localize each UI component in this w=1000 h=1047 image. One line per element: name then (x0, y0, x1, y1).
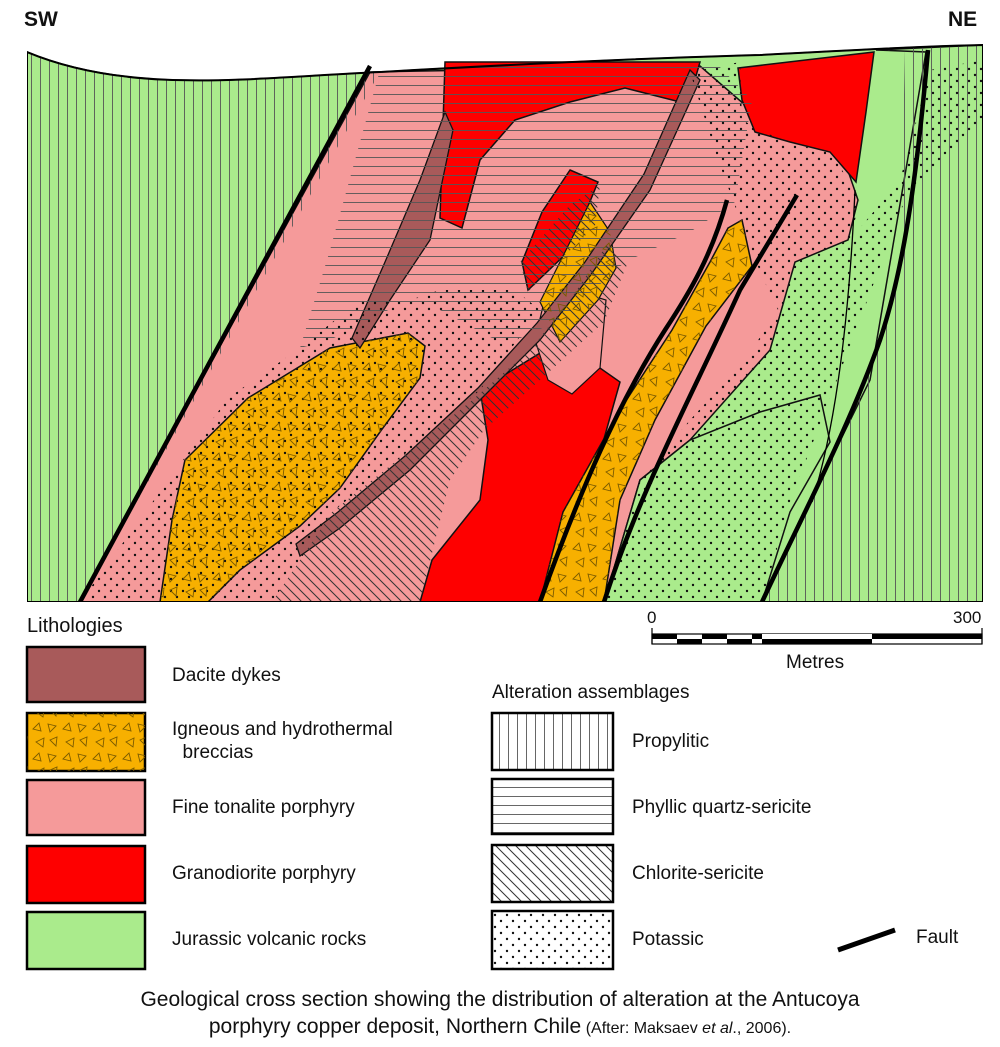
scale-min: 0 (647, 608, 657, 627)
alteration-title: Alteration assemblages (492, 682, 690, 703)
legend-label-jurassic: Jurassic volcanic rocks (172, 929, 367, 950)
fault-central (537, 199, 730, 602)
legend-label-tonalite: Fine tonalite porphyry (172, 797, 355, 818)
fault-sw (78, 64, 372, 602)
swatch-chlorite-sericite (490, 843, 615, 904)
legend-label-breccias: Igneous and hydrothermal breccias (172, 719, 393, 763)
caption-line-1: Geological cross section showing the dis… (140, 988, 860, 1011)
legend-label-dacite: Dacite dykes (172, 665, 281, 686)
propylitic-sw-zone (27, 52, 380, 602)
chlorite-sericite-central-zone (272, 240, 628, 602)
fault-legend-line (837, 927, 896, 953)
swatch-jurassic (25, 910, 147, 971)
lithology-swatches (25, 645, 147, 971)
fault-ne-1 (601, 193, 799, 602)
swatch-tonalite (25, 778, 147, 837)
phyllic-zone (300, 62, 752, 348)
caption-citation-suffix: ., 2006). (732, 1020, 792, 1037)
potassic-ne-zone (604, 60, 983, 602)
swatch-phyllic (490, 777, 615, 836)
legend-label-fault: Fault (916, 927, 959, 948)
section-frame (27, 43, 983, 602)
breccia-texture-central (540, 202, 616, 342)
lithologies-title: Lithologies (27, 615, 123, 637)
caption-main: porphyry copper deposit, Northern Chile (208, 1015, 582, 1038)
fault-ne-inner (811, 189, 856, 503)
scale-unit: Metres (786, 652, 845, 673)
fault-ne-2 (759, 49, 931, 602)
swatch-propylitic (490, 711, 615, 772)
chlorite-sericite-upper-zone (520, 185, 600, 292)
legend-label-chlorite: Chlorite-sericite (632, 863, 764, 884)
swatch-granodiorite (25, 844, 147, 905)
caption-citation-italic: et al (702, 1020, 733, 1037)
orientation-sw: SW (24, 8, 58, 31)
scale-bar (651, 628, 983, 645)
scale-max: 300 (953, 608, 982, 627)
swatch-potassic (490, 909, 615, 971)
legend-label-granodiorite: Granodiorite porphyry (172, 863, 356, 884)
legend-label-propylitic: Propylitic (632, 731, 710, 752)
caption-citation-prefix: (After: Maksaev (581, 1020, 703, 1037)
breccia-texture-sw (160, 333, 425, 602)
orientation-ne: NE (948, 8, 978, 31)
swatch-breccias-texture (27, 713, 145, 771)
swatch-dacite-dykes (25, 645, 147, 704)
alteration-swatches (490, 711, 615, 971)
propylitic-ne-zone (762, 45, 983, 602)
cross-section (27, 43, 983, 602)
breccia-texture-ne (540, 220, 752, 602)
caption-line-2: porphyry copper deposit, Northern Chile … (0, 1013, 1000, 1042)
legend-label-phyllic: Phyllic quartz-sericite (632, 797, 812, 818)
legend-label-potassic: Potassic (632, 929, 704, 950)
